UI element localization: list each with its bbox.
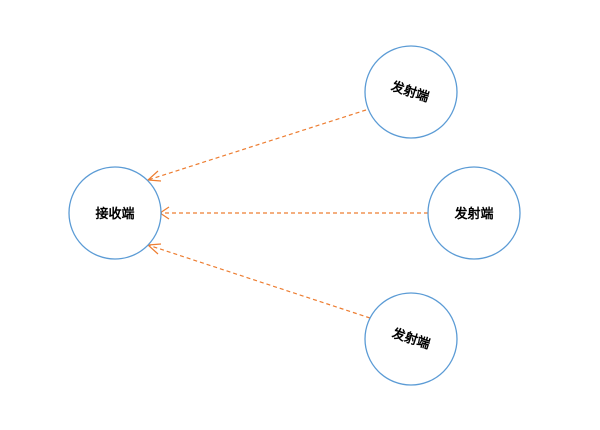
transmitter-node-2: 发射端: [427, 166, 521, 260]
transmitter-node-1: 发射端: [364, 45, 458, 139]
transmitter-circle-1: [364, 45, 458, 139]
transmitter-label-2: 发射端: [453, 206, 493, 222]
edges: [146, 109, 428, 319]
arrowhead-edge-1: [146, 170, 162, 182]
transmitter-node-3: 发射端: [364, 292, 458, 386]
receiver-node: 接收端: [68, 166, 162, 260]
edge-transmitter-1-to-receiver: [147, 109, 367, 181]
transmitter-circle-3: [364, 292, 458, 386]
edge-transmitter-3-to-receiver: [147, 244, 371, 319]
transmitter-circle-2: [427, 166, 521, 260]
receiver-label: 接收端: [95, 206, 134, 222]
receiver-circle: [68, 166, 162, 260]
